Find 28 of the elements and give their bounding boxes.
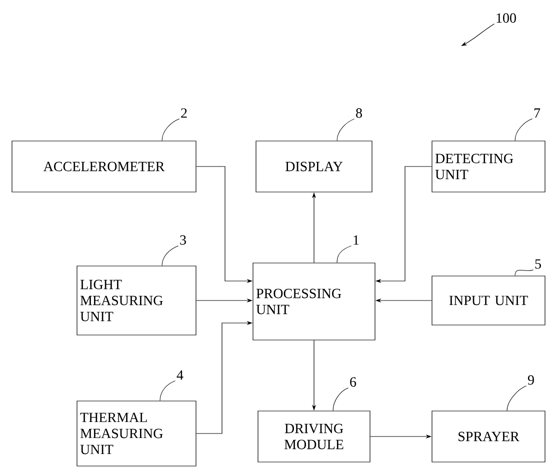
block-box: DRIVING MODULE [258, 410, 370, 462]
block-box: LIGHT MEASURING UNIT [76, 266, 196, 336]
reference-number: 7 [534, 108, 540, 118]
reference-number: 2 [181, 108, 187, 118]
reference-number: 5 [535, 259, 541, 269]
reference-number: 3 [180, 235, 186, 245]
leader-line [162, 118, 180, 141]
block-box: DISPLAY [256, 140, 372, 192]
reference-number: 6 [350, 377, 356, 387]
leader-line [514, 270, 534, 276]
reference-number: 100 [496, 13, 516, 23]
block-box: PROCESSING UNIT [252, 262, 376, 340]
reference-number: 1 [354, 235, 359, 245]
reference-number: 4 [176, 370, 184, 380]
block-box: DETECTING UNIT [432, 140, 546, 192]
leader-line [332, 388, 349, 411]
reference-number: 8 [356, 108, 362, 118]
block-box: INPUT UNIT [432, 276, 546, 326]
block-box: SPRAYER [432, 410, 546, 462]
leader-line [162, 246, 179, 266]
leader-line [506, 386, 527, 411]
reference-number: 9 [528, 375, 534, 385]
leader-line [336, 118, 355, 141]
leader-line [336, 246, 352, 263]
block-box: THERMAL MEASURING UNIT [76, 400, 196, 466]
leader-line [514, 118, 533, 141]
leader-line [160, 380, 176, 401]
block-box: ACCELEROMETER [12, 140, 196, 192]
